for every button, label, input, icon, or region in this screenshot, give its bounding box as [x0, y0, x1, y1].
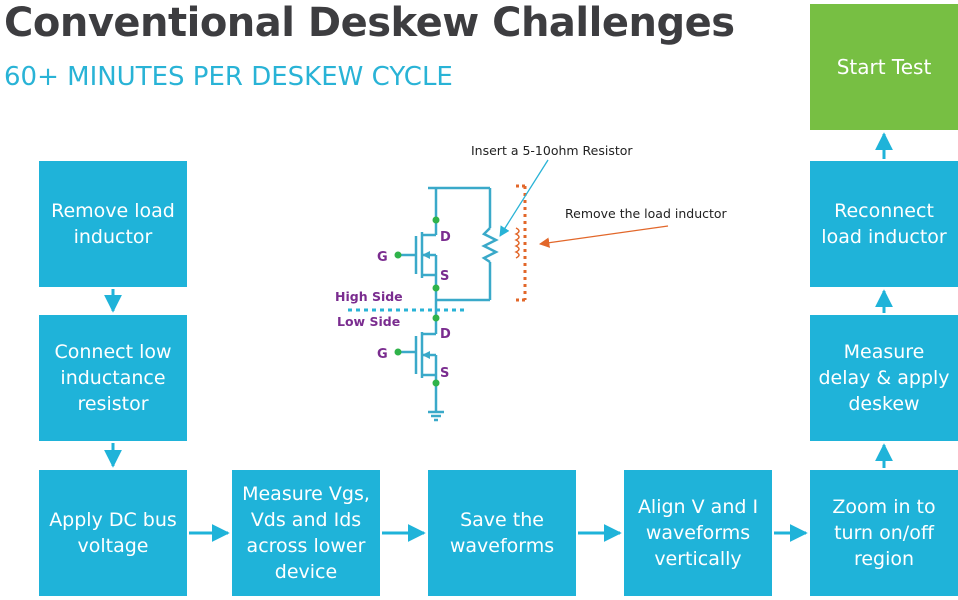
- step-measure-vgs: Measure Vgs, Vds and Ids across lower de…: [232, 470, 380, 596]
- gate-label-low: G: [377, 347, 388, 362]
- step-align-waveforms: Align V and I waveforms vertically: [624, 470, 772, 596]
- page-title: Conventional Deskew Challenges: [4, 0, 735, 46]
- drain-label-low: D: [440, 327, 451, 342]
- resistor-callout: Insert a 5-10ohm Resistor: [471, 143, 633, 158]
- flow-arrows: [104, 132, 893, 542]
- step-connect-resistor: Connect low inductance resistor: [39, 315, 187, 441]
- step-save-waveforms: Save the waveforms: [428, 470, 576, 596]
- step-remove-inductor: Remove load inductor: [39, 161, 187, 287]
- step-measure-delay: Measure delay & apply deskew: [810, 315, 958, 441]
- low-side-label: Low Side: [337, 314, 400, 329]
- load-inductor: [516, 184, 527, 302]
- step-start-test: Start Test: [810, 4, 958, 130]
- step-zoom-region: Zoom in to turn on/off region: [810, 470, 958, 596]
- gate-label-high: G: [377, 250, 388, 265]
- page-subtitle: 60+ MINUTES PER DESKEW CYCLE: [4, 62, 453, 92]
- half-bridge-schematic: [398, 186, 499, 422]
- source-label-low: S: [440, 366, 449, 381]
- source-label-high: S: [440, 269, 449, 284]
- circuit-nodes: [394, 216, 440, 387]
- step-apply-dc: Apply DC bus voltage: [39, 470, 187, 596]
- inductor-callout-arrow: [538, 225, 669, 248]
- high-side-label: High Side: [335, 289, 403, 304]
- inductor-callout: Remove the load inductor: [565, 206, 728, 221]
- drain-label-high: D: [440, 230, 451, 245]
- resistor-callout-arrow: [499, 159, 549, 237]
- step-reconnect-inductor: Reconnect load inductor: [810, 161, 958, 287]
